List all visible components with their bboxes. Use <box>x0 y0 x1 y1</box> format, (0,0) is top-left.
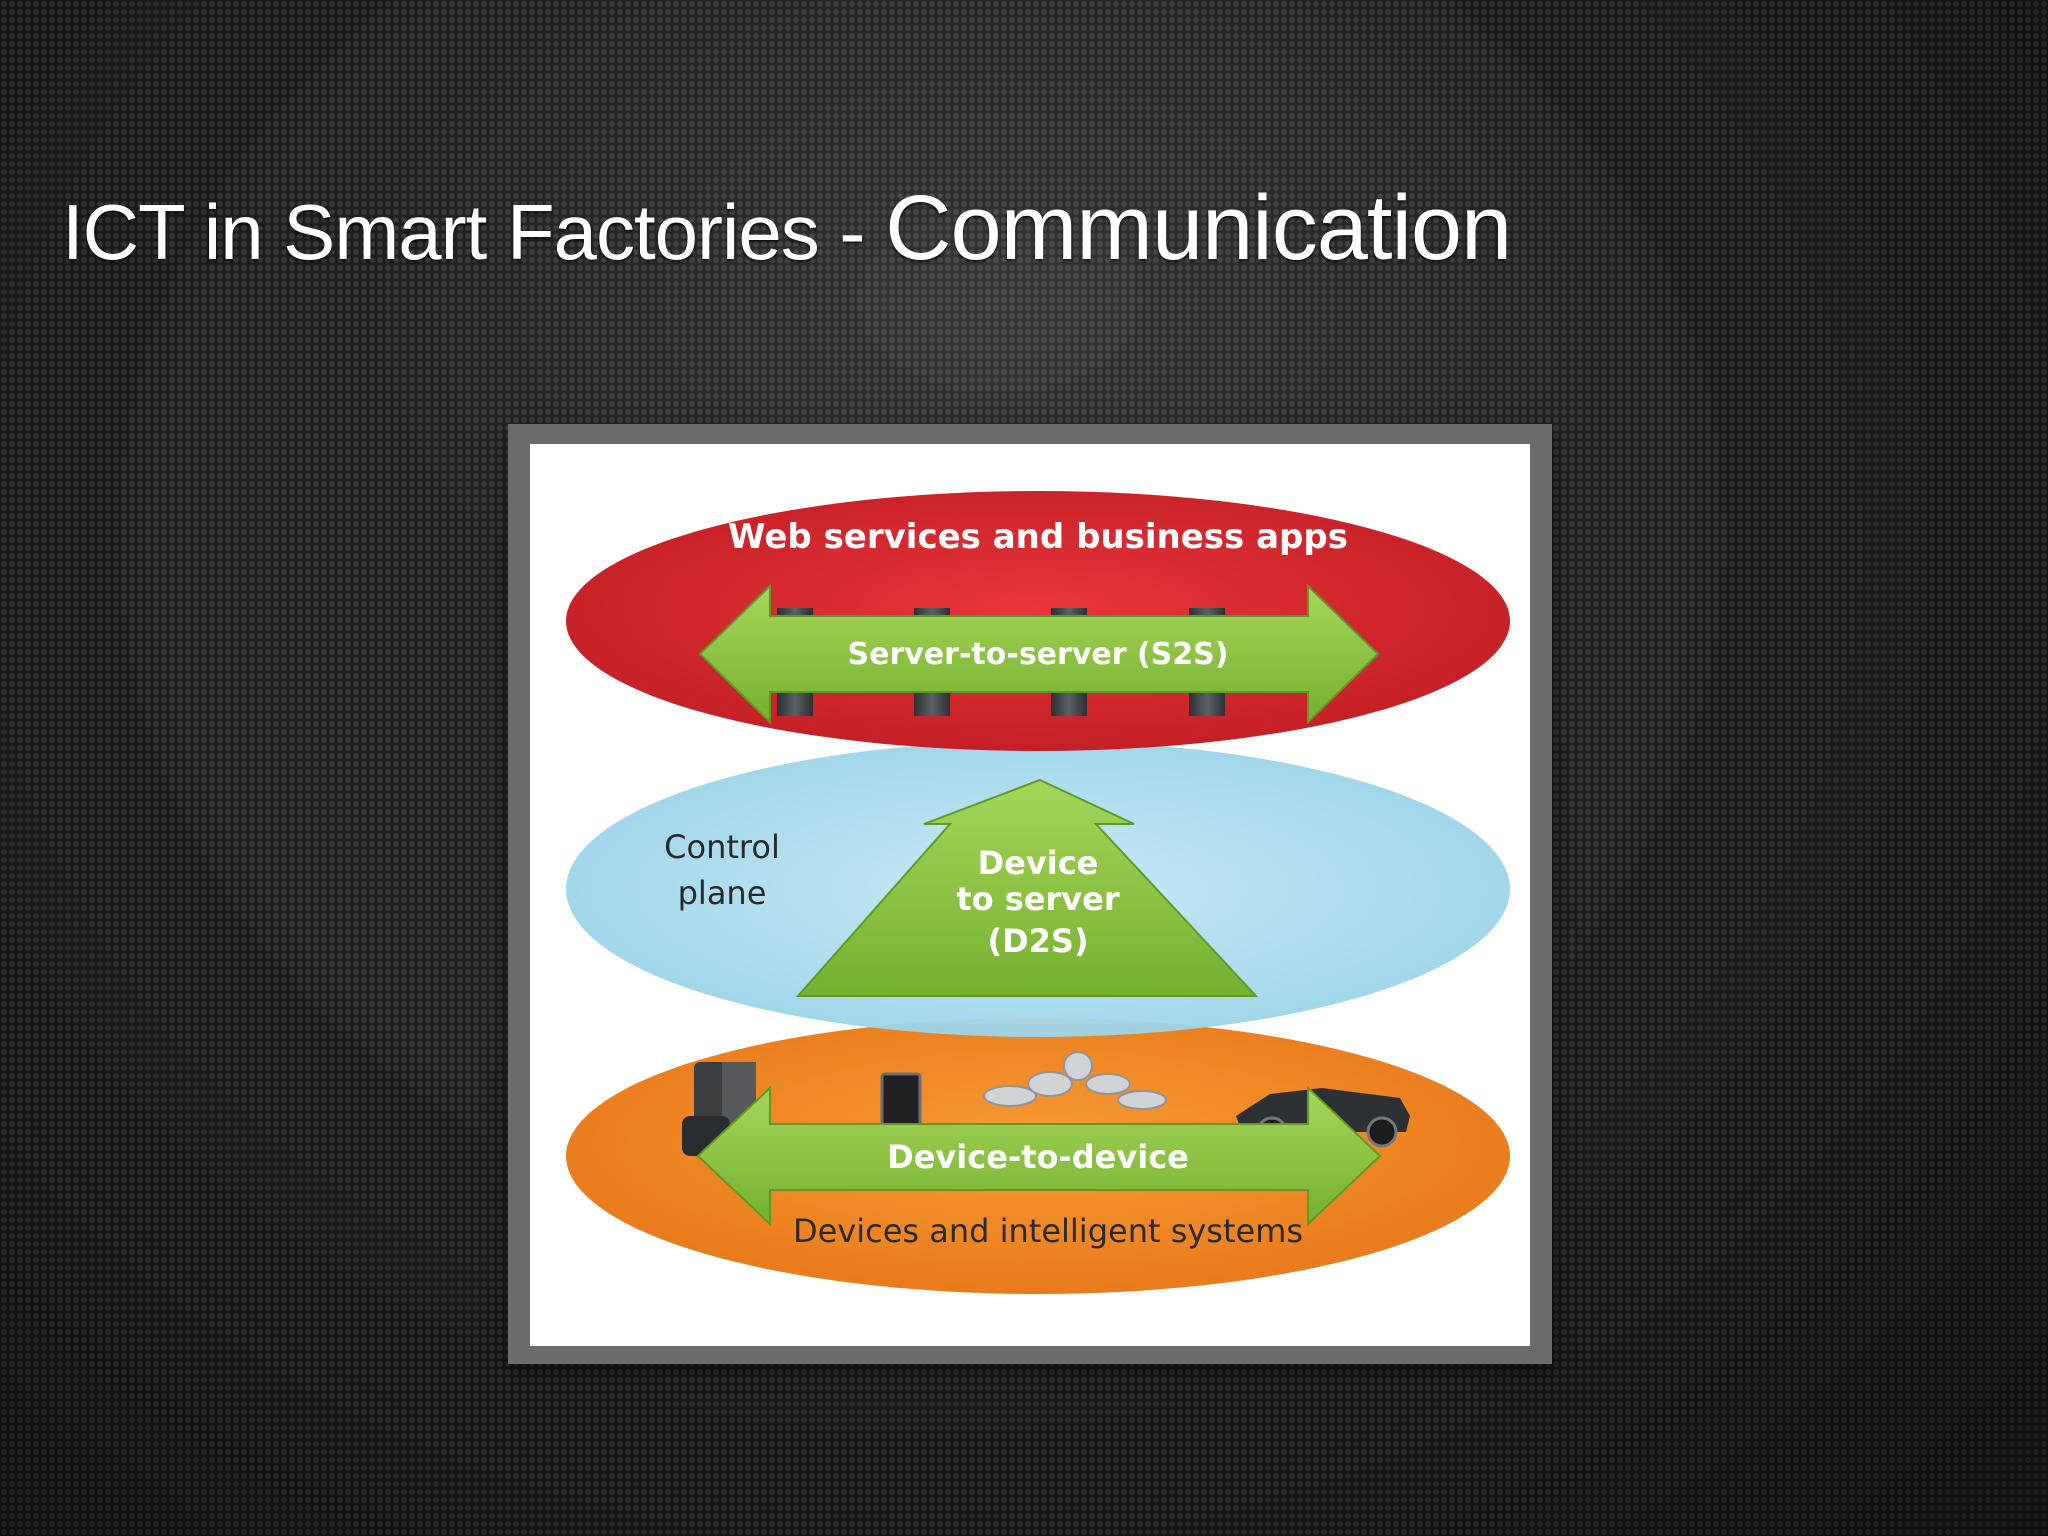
control-plane-label-line2: plane <box>678 874 767 912</box>
communication-layers-diagram: Web services and business apps Server-to… <box>566 491 1510 1294</box>
d2d-label: Device-to-device <box>887 1138 1189 1176</box>
web-services-label: Web services and business apps <box>728 517 1348 557</box>
s2s-label: Server-to-server (S2S) <box>848 637 1229 672</box>
d2d-double-arrow <box>696 1085 1382 1227</box>
devices-label: Devices and intelligent systems <box>793 1212 1303 1250</box>
figure-frame: Web services and business apps Server-to… <box>508 424 1552 1364</box>
slide-title-main: ICT in Smart Factories - <box>62 188 886 276</box>
machine-icon <box>682 1062 756 1156</box>
s2s-double-arrow <box>698 583 1380 725</box>
slide-title-emphasis: Communication <box>885 177 1512 279</box>
control-plane-label-line1: Control <box>664 828 780 866</box>
d2s-label-line1: Device <box>978 844 1099 882</box>
d2s-label-line2: to server <box>956 880 1120 918</box>
figure-canvas: Web services and business apps Server-to… <box>530 444 1530 1346</box>
d2s-up-arrow <box>795 778 1259 997</box>
device-icons <box>682 1051 1410 1156</box>
d2s-label-line3: (D2S) <box>987 922 1088 960</box>
robot-arm-icon <box>983 1051 1167 1110</box>
slide-title: ICT in Smart Factories - Communication <box>62 176 1512 281</box>
